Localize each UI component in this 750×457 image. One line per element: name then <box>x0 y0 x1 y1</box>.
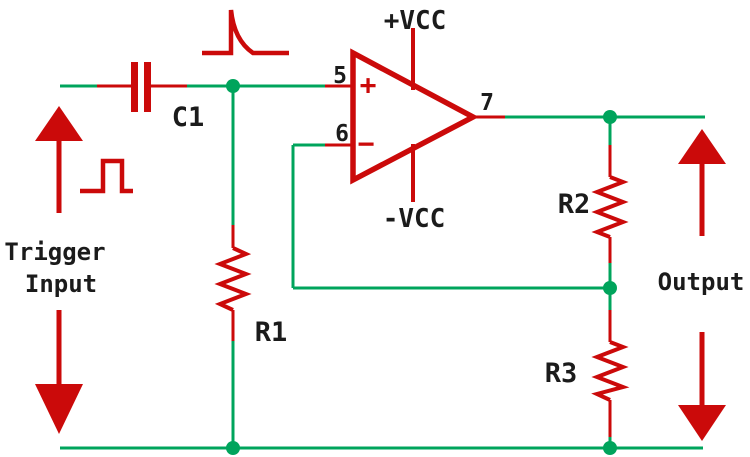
trigger-input-label-line2: Input <box>25 270 97 298</box>
r3-resistor <box>591 340 630 402</box>
output-down-arrow-icon <box>678 332 726 441</box>
trigger-input-label-line1: Trigger <box>4 238 105 266</box>
c1-plate-left <box>131 62 138 112</box>
junction-dot-ground-right <box>603 441 617 455</box>
trigger-up-arrow-icon <box>35 106 83 213</box>
square-pulse-icon <box>80 158 133 194</box>
positive-supply-label: +VCC <box>384 6 447 36</box>
output-up-arrow-icon <box>678 129 726 236</box>
r2-resistor <box>591 175 629 239</box>
r3-label: R3 <box>545 358 578 389</box>
c1-capacitor <box>131 62 151 112</box>
trigger-down-arrow-icon <box>35 310 83 434</box>
c1-label: C1 <box>172 102 205 133</box>
r2-label: R2 <box>558 189 591 220</box>
c1-plate-right <box>144 62 151 112</box>
r1-label: R1 <box>255 317 288 348</box>
noninverting-plus-icon: + <box>360 68 377 101</box>
r1-resistor <box>214 246 252 312</box>
junction-dot-input <box>226 79 240 93</box>
junction-dot-feedback <box>603 281 617 295</box>
junction-dot-ground-left <box>226 441 240 455</box>
output-label: Output <box>658 268 745 296</box>
junction-dot-output <box>603 110 617 124</box>
pin7-label: 7 <box>480 90 494 116</box>
spike-pulse-icon <box>202 9 289 56</box>
pin5-label: 5 <box>333 63 347 89</box>
inverting-minus-icon: − <box>358 127 375 160</box>
negative-supply-label: -VCC <box>383 204 446 234</box>
pin6-label: 6 <box>335 121 349 147</box>
